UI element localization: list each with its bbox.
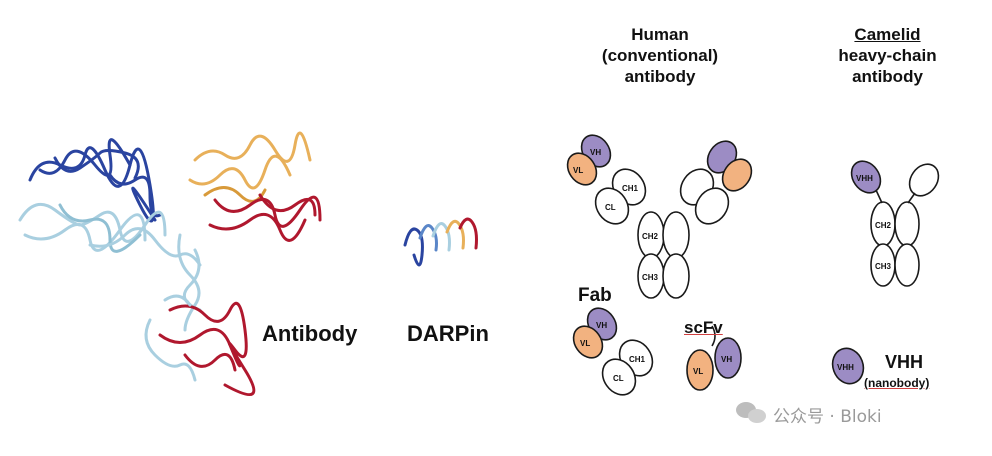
fab-label-ch1: CH1 <box>629 355 646 364</box>
camelid-label-vhh: VHH <box>856 174 873 183</box>
label-vh: VH <box>590 148 601 157</box>
scfv-label-vh: VH <box>721 355 732 364</box>
nanobody-domain-vhh <box>831 347 865 385</box>
label-cl: CL <box>605 203 616 212</box>
antibody-structure-illustration <box>18 131 322 396</box>
camelid-label-ch2: CH2 <box>875 221 892 230</box>
fab-label: Fab <box>578 285 612 306</box>
camelid-domain-ch2-right <box>894 201 920 247</box>
fab-domain-vl <box>572 325 604 359</box>
human-title-line2: (conventional) <box>601 46 719 65</box>
domain-vl-left <box>566 152 598 186</box>
scfv-label: scFv <box>684 318 723 337</box>
human-title-line3: antibody <box>624 67 696 86</box>
vhh-label: VHH <box>885 352 924 372</box>
scfv-label-vl: VL <box>693 367 703 376</box>
wechat-icon <box>736 402 766 423</box>
label-ch1: CH1 <box>622 184 639 193</box>
human-antibody-title: Human (conventional) antibody <box>580 24 740 87</box>
nanobody-label-vhh: VHH <box>837 363 854 372</box>
camelid-label-ch3: CH3 <box>875 262 892 271</box>
camelid-antibody-title: Camelid heavy-chain antibody <box>815 24 960 87</box>
domain-ch2-right <box>662 211 690 259</box>
label-vl: VL <box>573 166 583 175</box>
domain-cl-right <box>694 187 730 225</box>
fab-domain-cl <box>601 358 637 396</box>
fab-label-vh: VH <box>596 321 607 330</box>
camelid-domain-vhh-right <box>908 163 940 197</box>
label-ch2: CH2 <box>642 232 659 241</box>
camelid-title-line2: heavy-chain <box>838 46 937 65</box>
human-title-line1: Human <box>631 25 689 44</box>
nanobody-schematic: VHH <box>831 347 865 385</box>
darpin-label: DARPin <box>407 321 489 346</box>
fab-label-vl: VL <box>580 339 590 348</box>
darpin-structure-illustration <box>403 217 478 267</box>
antibody-label: Antibody <box>262 321 358 346</box>
fab-schematic: VH VL CH1 CL <box>572 307 654 396</box>
domain-vl-right <box>721 158 753 192</box>
watermark-text: 公众号 · Bloki <box>773 407 882 427</box>
human-igg-schematic: VH VL CH1 CL CH2 CH3 <box>566 134 753 299</box>
scfv-domain-vl <box>686 349 714 391</box>
camelid-title-line1: Camelid <box>854 25 921 44</box>
fab-label-cl: CL <box>613 374 624 383</box>
domain-ch3-right <box>662 253 690 299</box>
scfv-schematic: VL VH <box>686 325 742 391</box>
nanobody-label: (nanobody) <box>864 376 930 390</box>
domain-cl-left <box>594 187 630 225</box>
camelid-hcab-schematic: VHH CH2 CH3 <box>850 160 940 287</box>
scfv-linker <box>711 325 716 347</box>
label-ch3: CH3 <box>642 273 659 282</box>
camelid-title-line3: antibody <box>852 67 923 86</box>
scfv-domain-vh <box>714 337 742 379</box>
camelid-domain-ch3-right <box>894 243 920 287</box>
